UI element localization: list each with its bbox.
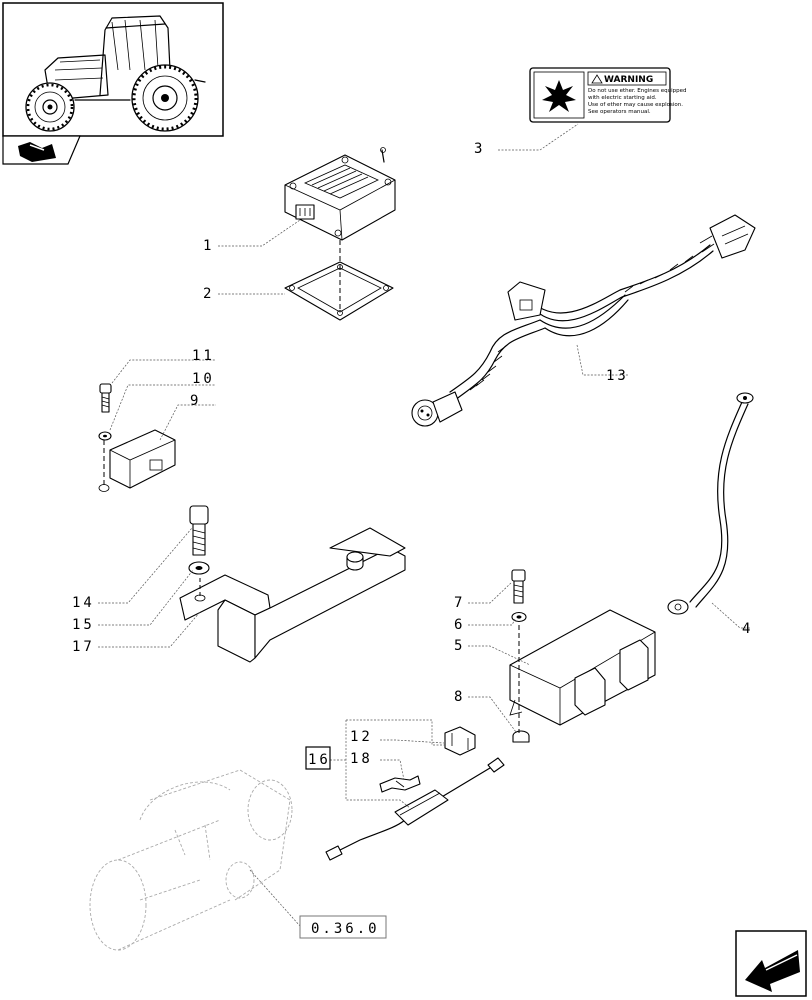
ground-strap xyxy=(667,392,754,615)
tractor-thumbnail-icon[interactable] xyxy=(2,2,224,137)
callout-labels: 1 2 3 4 5 6 7 8 9 10 11 12 13 14 15 16 1… xyxy=(72,141,753,937)
callout-15: 15 xyxy=(72,617,95,633)
bolt-14 xyxy=(189,505,209,556)
callout-2: 2 xyxy=(203,286,214,302)
fuse-link xyxy=(379,775,421,793)
callout-5: 5 xyxy=(454,638,465,654)
callout-4: 4 xyxy=(742,621,753,637)
control-unit xyxy=(284,147,396,241)
section-book-icon[interactable] xyxy=(2,135,81,165)
fuse-clip xyxy=(444,726,476,756)
callout-6: 6 xyxy=(454,617,465,633)
callout-16: 16 xyxy=(308,752,331,768)
warning-label: WARNING Do not use ether. Engines equipp… xyxy=(529,67,686,123)
callout-10: 10 xyxy=(192,371,215,387)
warning-line-2: with electric starting aid. xyxy=(588,95,657,101)
callout-3: 3 xyxy=(474,141,485,157)
washer-10 xyxy=(98,431,112,441)
fuse-cable xyxy=(325,757,505,861)
callout-9: 9 xyxy=(190,393,201,409)
callout-1: 1 xyxy=(203,238,214,254)
washer-15 xyxy=(188,561,210,575)
callout-13: 13 xyxy=(606,368,629,384)
callout-18: 18 xyxy=(350,751,373,767)
warning-line-4: See operators manual. xyxy=(588,109,651,115)
warning-title: WARNING xyxy=(604,75,653,85)
callout-17: 17 xyxy=(72,639,95,655)
starter-motor xyxy=(89,769,293,951)
gasket xyxy=(284,240,394,321)
callout-14: 14 xyxy=(72,595,95,611)
washer-6 xyxy=(511,611,527,623)
warning-line-3: Use of ether may cause explosion. xyxy=(588,102,683,108)
reference-code[interactable]: 0.36.0 xyxy=(311,921,380,937)
screw-7 xyxy=(511,569,526,604)
callout-12: 12 xyxy=(350,729,373,745)
callout-7: 7 xyxy=(454,595,465,611)
nut-8 xyxy=(512,730,530,743)
screw-11 xyxy=(99,383,112,413)
warning-line-1: Do not use ether. Engines equipped xyxy=(588,88,686,94)
callout-11: 11 xyxy=(192,348,215,364)
next-page-arrow-icon[interactable] xyxy=(735,930,807,997)
bracket xyxy=(179,527,406,663)
wiring-harness xyxy=(411,214,756,427)
callout-8: 8 xyxy=(454,689,465,705)
preheat-module xyxy=(509,609,656,726)
relay xyxy=(98,429,176,492)
